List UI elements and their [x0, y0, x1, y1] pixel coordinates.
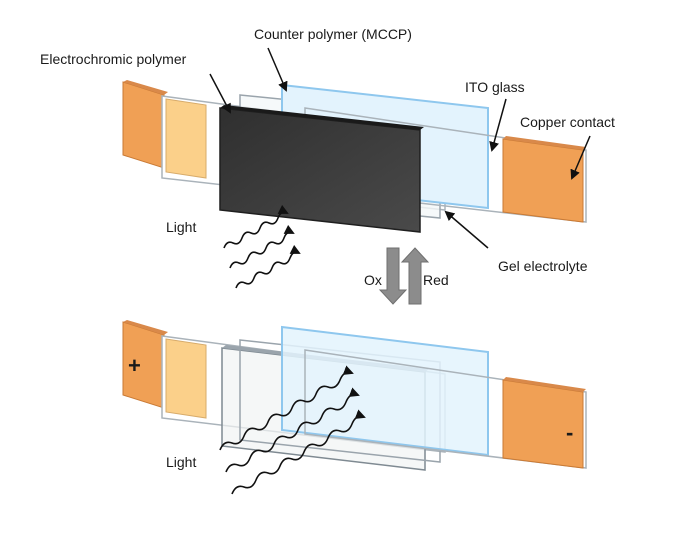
label-counter-polymer: Counter polymer (MCCP) [254, 26, 412, 42]
label-copper-contact: Copper contact [520, 114, 615, 130]
ox-arrow [378, 247, 408, 305]
label-minus: - [566, 420, 573, 445]
copper-contact-right-top [502, 138, 584, 223]
leader-arrows-top [209, 47, 591, 249]
label-electrochromic-polymer: Electrochromic polymer [40, 51, 187, 67]
top-device [122, 80, 587, 233]
label-light-top: Light [166, 219, 196, 235]
light-waves-top [223, 204, 301, 289]
copper-strip-left-bottom [165, 338, 207, 419]
redox-arrows [378, 247, 430, 305]
red-arrow [400, 247, 430, 305]
label-light-bottom: Light [166, 454, 196, 470]
label-ito-glass: ITO glass [465, 79, 525, 95]
bottom-device [122, 320, 587, 471]
counter-polymer-layer-bottom [281, 325, 489, 457]
label-plus: + [128, 353, 141, 378]
copper-contact-left-top [122, 81, 165, 169]
label-gel-electrolyte: Gel electrolyte [498, 258, 588, 274]
light-waves-bottom [219, 365, 366, 495]
label-red: Red [423, 272, 449, 288]
ito-glass-right-bottom [304, 349, 587, 469]
label-ox: Ox [364, 272, 382, 288]
copper-contact-right-bottom [502, 379, 584, 469]
copper-strip-left-top [165, 98, 207, 179]
